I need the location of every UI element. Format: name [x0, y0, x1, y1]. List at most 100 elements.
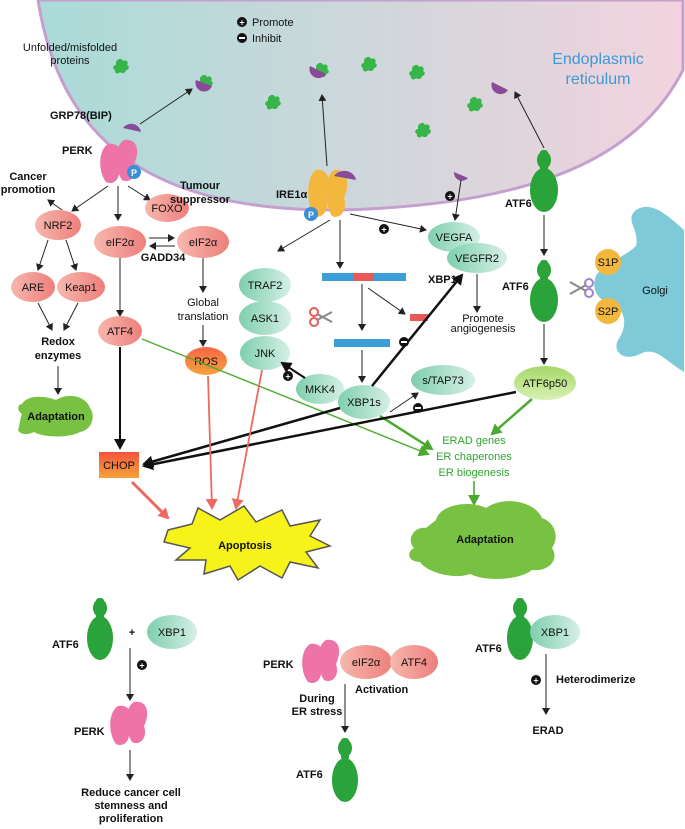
xbp1-label: XBP1: [428, 274, 457, 286]
adaptation-small-label: Adaptation: [27, 411, 85, 423]
p2-atf4-node: [390, 645, 438, 679]
legend-promote: Promote: [252, 17, 294, 29]
atf6-label: ATF6: [505, 198, 532, 210]
apoptosis-label: Apoptosis: [218, 540, 272, 552]
panel-2: PERK eIF2α ATF4 During ER stress Activat…: [263, 639, 438, 802]
ire1a-phospho: P: [308, 210, 314, 220]
er-title-line2: reticulum: [566, 71, 631, 88]
p3-xbp1-node: [530, 615, 580, 649]
foxo-label: FOXO: [151, 203, 183, 215]
redox-line1: Redox: [41, 336, 76, 348]
p1-perk-label: PERK: [74, 726, 105, 738]
intron-fragment: [410, 314, 428, 321]
p2-atf6-label: ATF6: [296, 769, 323, 781]
ire1a-label: IRE1α: [276, 189, 307, 201]
p1-perk-icon: [110, 701, 148, 746]
atf4-node: [98, 316, 142, 346]
global-translation-line2: translation: [178, 311, 229, 323]
p2-eif2a-label: eIF2α: [352, 657, 381, 669]
xbp1s-label: XBP1s: [347, 397, 381, 409]
mkk4-node: [296, 374, 344, 404]
svg-text:+: +: [239, 18, 244, 28]
ire1a-receptor: P: [304, 169, 356, 221]
eif2a-b-node: [177, 226, 229, 258]
p1-outcome-line1: Reduce cancer cell: [81, 787, 181, 799]
scissors-golgi-icon: [569, 278, 594, 298]
p1-outcome-line2: stemness and: [94, 800, 167, 812]
unfolded-label-line2: proteins: [50, 55, 90, 67]
atf4-label: ATF4: [107, 326, 133, 338]
atf6-golgi-icon: [530, 260, 558, 322]
svg-text:+: +: [447, 192, 452, 202]
chop-node: [99, 452, 139, 478]
panel-1: ATF6 + XBP1 + PERK Reduce cancer cell st…: [52, 598, 197, 825]
atf6-receptor: [530, 150, 558, 212]
p2-atf4-label: ATF4: [401, 657, 427, 669]
cancer-promotion-line2: promotion: [1, 184, 56, 196]
xbp1-mrna: [322, 273, 406, 281]
s1p-label: S1P: [598, 257, 619, 269]
p2-perk-icon: [302, 639, 340, 684]
chop-label: CHOP: [103, 460, 135, 472]
tumour-suppressor-line2: suppressor: [170, 194, 231, 206]
keap1-node: [57, 272, 105, 302]
atf6p50-label: ATF6p50: [523, 378, 567, 390]
nrf2-node: [35, 210, 81, 240]
svg-text:+: +: [381, 225, 386, 235]
eif2a-label: eIF2α: [106, 237, 135, 249]
s2p-node: [595, 298, 621, 324]
p3-erad-label: ERAD: [532, 725, 563, 737]
er-biogenesis-label: ER biogenesis: [439, 467, 510, 479]
vegfr2-label: VEGFR2: [455, 253, 499, 265]
p2-eif2a-node: [340, 645, 392, 679]
stap73-label: s/TAP73: [422, 375, 463, 387]
er-title-line1: Endoplasmic: [552, 51, 644, 68]
p3-xbp1-label: XBP1: [541, 627, 569, 639]
p1-xbp1-label: XBP1: [158, 627, 186, 639]
er-chaperones-label: ER chaperones: [436, 451, 512, 463]
svg-text:+: +: [139, 661, 144, 671]
p3-atf6-label: ATF6: [475, 643, 502, 655]
promote-icon: [237, 17, 247, 27]
perk-phospho: P: [131, 168, 137, 178]
traf2-node: [239, 268, 291, 302]
unfolded-label-line1: Unfolded/misfolded: [23, 42, 117, 54]
adaptation-big-label: Adaptation: [456, 534, 514, 546]
golgi-body: [594, 206, 684, 372]
p2-atf6-icon: [332, 738, 358, 802]
cancer-promotion-line1: Cancer: [9, 171, 47, 183]
foxo-node: [145, 194, 189, 222]
legend-inhibit: Inhibit: [252, 33, 281, 45]
p2-activation-label: Activation: [355, 684, 408, 696]
mkk4-label: MKK4: [305, 384, 335, 396]
p2-during-line1: During: [299, 693, 334, 705]
stap73-node: [411, 365, 475, 395]
scissors-icon: [309, 307, 333, 327]
ask1-node: [239, 301, 291, 335]
s2p-label: S2P: [598, 306, 619, 318]
global-translation-line1: Global: [187, 297, 219, 309]
redox-line2: enzymes: [35, 350, 81, 362]
panel-3: ATF6 XBP1 + Heterodimerize ERAD: [475, 598, 635, 737]
are-label: ARE: [22, 282, 45, 294]
grp78-label: GRP78(BIP): [50, 110, 112, 122]
p1-atf6-label: ATF6: [52, 639, 79, 651]
p1-outcome-line3: proliferation: [99, 813, 163, 825]
vegfa-label: VEGFA: [436, 232, 473, 244]
eif2a-b-label: eIF2α: [189, 237, 218, 249]
legend: + Promote Inhibit: [237, 17, 294, 45]
p3-heterodimerize-label: Heterodimerize: [556, 674, 635, 686]
p3-atf6-icon: [507, 598, 533, 660]
golgi-label: Golgi: [642, 285, 668, 297]
p1-xbp1-node: [147, 615, 197, 649]
are-node: [11, 272, 55, 302]
p1-plus: +: [129, 627, 135, 639]
s1p-node: [595, 249, 621, 275]
svg-text:+: +: [285, 372, 290, 382]
promote-angiogenesis-line1: Promote: [462, 313, 504, 325]
adaptation-big-node: [409, 501, 556, 579]
ask1-label: ASK1: [251, 313, 279, 325]
traf2-label: TRAF2: [248, 280, 283, 292]
ros-node: [185, 347, 227, 375]
